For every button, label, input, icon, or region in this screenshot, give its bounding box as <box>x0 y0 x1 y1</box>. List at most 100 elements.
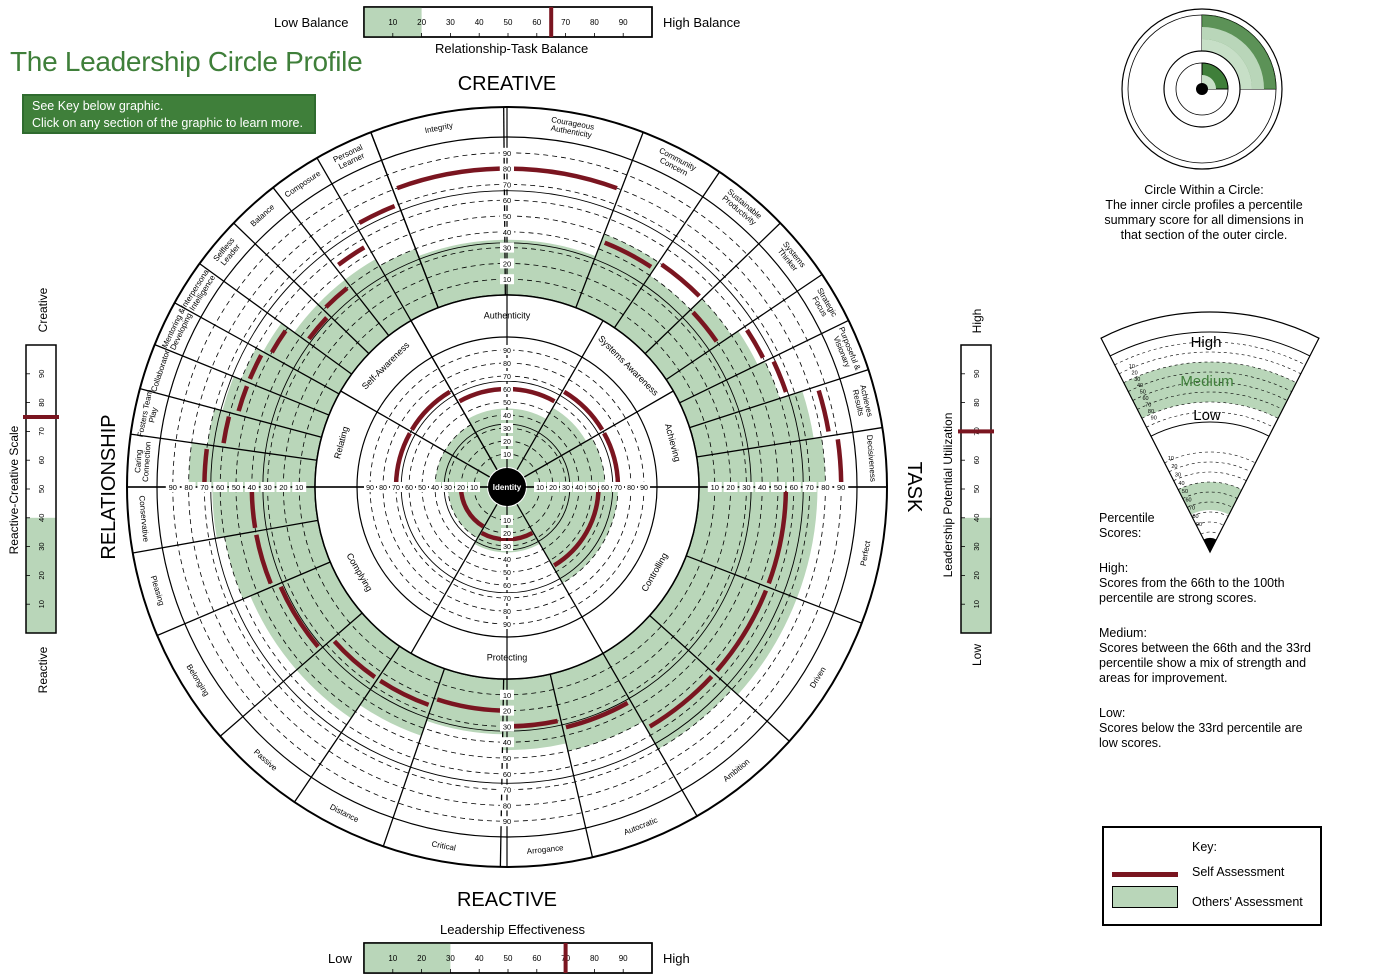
percentile-title: Percentile Scores: <box>1099 511 1155 541</box>
bottom-scale-tick-40: 40 <box>475 954 484 963</box>
wedge-outer-ring-170 <box>1132 381 1288 401</box>
inner-tick-top-90: 90 <box>503 348 511 355</box>
wedge-inner-tick-80: 80 <box>1192 514 1198 520</box>
inner-tick-right-30: 30 <box>562 485 570 492</box>
outer-tick-top-40: 40 <box>503 228 511 237</box>
inner-tick-right-80-bg <box>625 482 637 492</box>
medium-title: Medium: <box>1099 626 1147 640</box>
wedge-outer-ring-140 <box>1146 411 1274 428</box>
inner-tick-top-40-bg <box>501 410 513 420</box>
inner-self-arc-relating <box>393 432 412 486</box>
wedge-arc-1 <box>1109 331 1311 357</box>
left-scale-tick-60: 60 <box>37 456 46 464</box>
high-explanation: High: Scores from the 66th to the 100th … <box>1099 561 1285 606</box>
inner-tick-top-70-bg <box>501 371 513 381</box>
others-band-collaborator <box>222 376 329 438</box>
outer-divider <box>644 222 781 355</box>
outer-divider <box>156 561 331 637</box>
high-text-1: Scores from the 66th to the 100th <box>1099 576 1285 590</box>
right-scale-tick-20: 20 <box>972 571 981 579</box>
others-band-sustainable-productivity <box>614 275 691 354</box>
inner-label-protecting: Protecting <box>487 652 528 662</box>
circle-legend-line-2: summary score for all dimensions in <box>1104 213 1304 227</box>
right-scale-bottom-label: Low <box>970 644 984 666</box>
outer-divider <box>602 652 698 817</box>
others-band-courageous-authenticity <box>504 239 596 308</box>
right-scale-self-marker <box>958 429 994 434</box>
right-scale-tick-90: 90 <box>972 370 981 378</box>
inner-tick-bottom-70-bg <box>501 593 513 603</box>
outer-tick-right-90-bg <box>834 482 849 492</box>
inner-tick-bottom-10: 10 <box>503 518 511 525</box>
medium-text-1: Scores between the 66th and the 33rd <box>1099 641 1311 655</box>
left-scale-bottom-label: Reactive <box>36 646 50 693</box>
low-explanation: Low: Scores below the 33rd percentile ar… <box>1099 706 1303 751</box>
left-scale-others-fill <box>26 517 56 633</box>
wedge-inner-tick-50: 50 <box>1182 489 1188 495</box>
outer-tick-bottom-10: 10 <box>503 691 511 700</box>
wedge-outer-ring-200 <box>1119 351 1301 375</box>
quadrant-label-creative: CREATIVE <box>458 73 557 95</box>
outer-tick-bottom-50-bg <box>500 753 514 763</box>
wedge-inner-ring-100 <box>1164 451 1256 464</box>
instructions-box: See Key below graphic. Click on any sect… <box>22 94 316 134</box>
bottom-scale-right-label: High <box>663 951 690 966</box>
others-band-personal-learner <box>379 248 439 321</box>
inner-tick-top-10-bg <box>501 449 513 459</box>
outer-tick-left-30-bg <box>260 482 275 492</box>
medium-text-2: percentile show a mix of strength and <box>1099 656 1307 670</box>
self-arc-composure <box>337 245 366 267</box>
outer-divider <box>316 157 412 322</box>
outer-tick-left-70-bg <box>197 482 212 492</box>
top-scale-tick-80: 80 <box>590 18 599 27</box>
outer-tick-bottom-90-bg <box>500 816 514 827</box>
self-arc-passive <box>332 639 377 679</box>
others-band-driven <box>649 555 797 695</box>
circle-legend-line-3: that section of the outer circle. <box>1120 228 1288 242</box>
dimension-label-conservative: Conservative <box>137 495 150 543</box>
inner-tick-left-10: 10 <box>470 485 478 492</box>
outer-tick-bottom-30-bg <box>500 721 514 732</box>
dimension-label-decisiveness: Decisiveness <box>865 434 878 482</box>
medium-explanation: Medium: Scores between the 66th and the … <box>1099 626 1311 686</box>
outer-tick-bottom-60-bg <box>500 768 514 779</box>
right-scale-others-fill <box>961 517 991 633</box>
outer-tick-right-90: 90 <box>837 483 845 492</box>
self-arc-achieves-results <box>816 389 831 432</box>
others-band-ambition <box>603 615 732 750</box>
outer-divider <box>696 426 883 458</box>
left-scale-tick-70: 70 <box>37 427 46 435</box>
circle-within-circle-icon <box>1121 8 1283 170</box>
outer-tick-left-10: 10 <box>295 483 303 492</box>
self-arc-integrity <box>396 166 500 191</box>
outer-divider <box>575 132 644 308</box>
wedge-outer-ring-210 <box>1114 341 1306 366</box>
self-arc-selfless-leader <box>307 316 329 341</box>
page-title: The Leadership Circle Profile <box>10 46 363 77</box>
outer-tick-left-30: 30 <box>263 483 271 492</box>
inner-tick-bottom-50-bg <box>501 567 513 577</box>
self-arc-autocratic <box>565 700 629 730</box>
top-scale-tick-40: 40 <box>475 18 484 27</box>
outer-tick-bottom-40-bg <box>500 737 514 748</box>
inner-tick-left-40: 40 <box>431 485 439 492</box>
wedge-inner-ring-70 <box>1178 481 1242 490</box>
outer-tick-left-90: 90 <box>169 483 177 492</box>
others-band-systems-thinker <box>645 298 732 380</box>
wedge-outer-ring-160 <box>1137 391 1283 410</box>
others-band-strategic-focus <box>666 331 758 403</box>
right-scale-top-label: High <box>970 309 984 334</box>
outer-tick-top-30-bg <box>500 242 514 253</box>
inner-tick-right-50: 50 <box>588 485 596 492</box>
inner-tick-bottom-60: 60 <box>503 583 511 590</box>
bottom-scale-tick-80: 80 <box>590 954 599 963</box>
self-arc-community-concern <box>603 240 653 269</box>
wedge-outer-tick-30: 30 <box>1134 377 1140 383</box>
outer-tick-top-80-bg <box>500 163 514 174</box>
outer-tick-top-50: 50 <box>503 212 511 221</box>
left-scale-tick-80: 80 <box>37 398 46 406</box>
